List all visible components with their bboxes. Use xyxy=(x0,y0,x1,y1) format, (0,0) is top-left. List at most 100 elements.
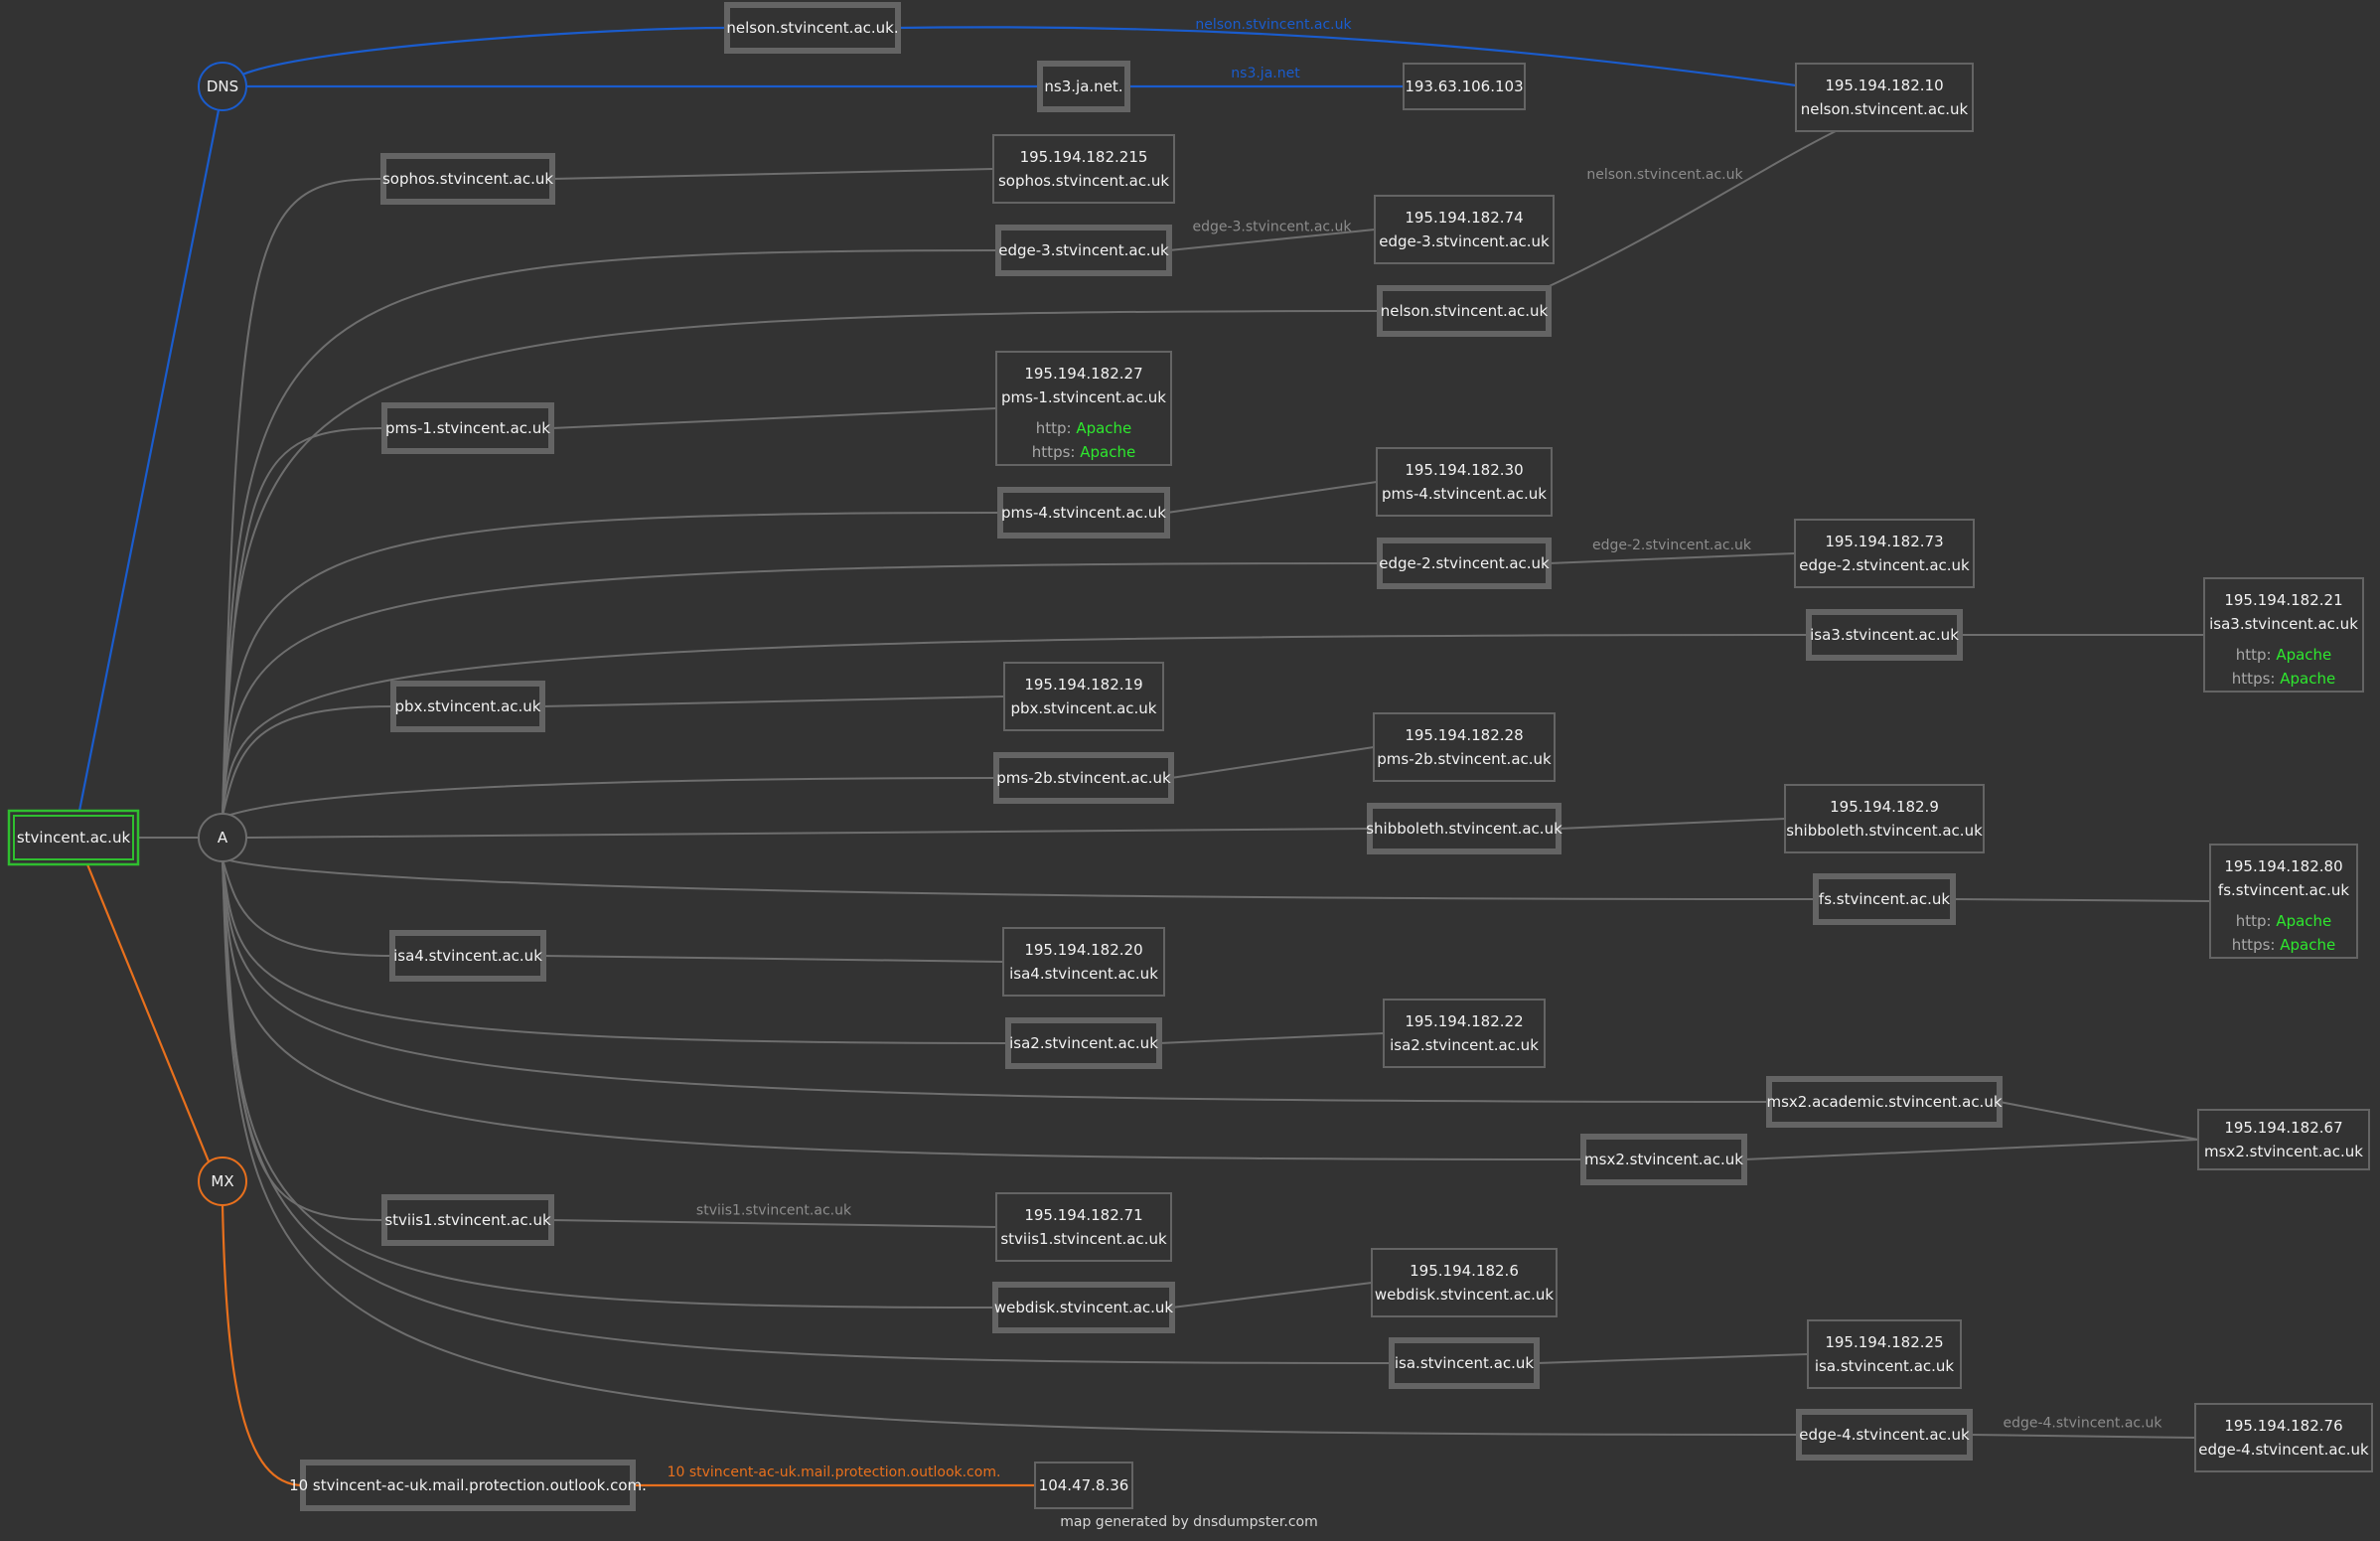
host-label: nelson.stvincent.ac.uk xyxy=(1381,302,1549,320)
ip-hostname-label: sophos.stvincent.ac.uk xyxy=(998,172,1169,190)
root-domain-node[interactable]: stvincent.ac.uk xyxy=(7,809,140,866)
host-node-edge-4-stvincent-ac-uk[interactable]: edge-4.stvincent.ac.uk xyxy=(1796,1409,1973,1461)
host-node-msx2-stvincent-ac-uk[interactable]: msx2.stvincent.ac.uk xyxy=(1580,1134,1747,1185)
group-node-mx[interactable]: MX xyxy=(198,1156,247,1206)
group-node-dns[interactable]: DNS xyxy=(198,62,247,111)
service-http: http: Apache xyxy=(1036,419,1132,437)
edge-host-ip-isa4-stvincent-ac-uk xyxy=(542,955,1004,963)
service-value: Apache xyxy=(2276,912,2331,930)
ip-node-193-63-106-103[interactable]: 193.63.106.103 xyxy=(1403,63,1526,110)
host-node-nelson-stvincent-ac-uk[interactable]: nelson.stvincent.ac.uk xyxy=(1377,285,1552,337)
service-value: Apache xyxy=(2280,670,2335,688)
ip-node-195-194-182-21[interactable]: 195.194.182.21 isa3.stvincent.ac.uk http: … xyxy=(2203,577,2364,693)
edge-a-edge-4-stvincent-ac-uk xyxy=(222,858,1800,1436)
ip-address-label: 195.194.182.25 xyxy=(1825,1333,1943,1351)
service-key: http: xyxy=(2236,912,2277,930)
service-key: http: xyxy=(1036,419,1077,437)
group-label-dns: DNS xyxy=(207,77,238,95)
ip-hostname-label: isa3.stvincent.ac.uk xyxy=(2209,615,2358,633)
host-node-edge-2-stvincent-ac-uk[interactable]: edge-2.stvincent.ac.uk xyxy=(1377,538,1552,589)
host-node-nelson-stvincent-ac-uk[interactable]: nelson.stvincent.ac.uk. xyxy=(724,2,901,54)
ip-address-label: 195.194.182.27 xyxy=(1024,365,1142,383)
ip-hostname-label: webdisk.stvincent.ac.uk xyxy=(1375,1286,1555,1304)
group-node-a[interactable]: A xyxy=(198,813,247,862)
ip-address-label: 195.194.182.28 xyxy=(1405,726,1523,744)
host-node-fs-stvincent-ac-uk[interactable]: fs.stvincent.ac.uk xyxy=(1813,873,1956,925)
edge-a-pms-1-stvincent-ac-uk xyxy=(222,427,385,817)
service-https: https: Apache xyxy=(1032,443,1135,461)
ip-address-label: 195.194.182.30 xyxy=(1405,461,1523,479)
host-node-isa-stvincent-ac-uk[interactable]: isa.stvincent.ac.uk xyxy=(1389,1337,1540,1389)
host-node-webdisk-stvincent-ac-uk[interactable]: webdisk.stvincent.ac.uk xyxy=(992,1282,1175,1333)
edge-a-pbx-stvincent-ac-uk xyxy=(222,705,394,817)
host-node-sophos-stvincent-ac-uk[interactable]: sophos.stvincent.ac.uk xyxy=(380,153,555,205)
service-https: https: Apache xyxy=(2232,936,2335,954)
ip-address-label: 195.194.182.67 xyxy=(2224,1119,2342,1137)
host-node-stviis1-stvincent-ac-uk[interactable]: stviis1.stvincent.ac.uk xyxy=(381,1194,554,1246)
host-node-ns3-ja-net[interactable]: ns3.ja.net. xyxy=(1037,61,1130,112)
host-node-shibboleth-stvincent-ac-uk[interactable]: shibboleth.stvincent.ac.uk xyxy=(1366,803,1562,854)
edge-a-msx2-academic-stvincent-ac-uk xyxy=(222,858,1770,1103)
host-label: nelson.stvincent.ac.uk. xyxy=(726,19,898,37)
host-label: fs.stvincent.ac.uk xyxy=(1819,890,1950,908)
ip-address-label: 195.194.182.21 xyxy=(2224,591,2342,609)
edge-label-nelson-stvincent-ac-uk: nelson.stvincent.ac.uk xyxy=(1195,17,1352,33)
ip-address-label: 195.194.182.74 xyxy=(1405,209,1523,227)
edge-root-mx xyxy=(85,863,211,1162)
host-label: edge-4.stvincent.ac.uk xyxy=(1799,1426,1970,1444)
host-node-edge-3-stvincent-ac-uk[interactable]: edge-3.stvincent.ac.uk xyxy=(995,225,1172,276)
edge-host-ip-pms-2b-stvincent-ac-uk xyxy=(1170,746,1375,779)
ip-hostname-label: shibboleth.stvincent.ac.uk xyxy=(1786,822,1983,840)
edge-host-ip-edge-2-stvincent-ac-uk xyxy=(1548,552,1796,564)
service-http: http: Apache xyxy=(2236,912,2332,930)
edge-a-edge-3-stvincent-ac-uk xyxy=(222,249,999,817)
service-http: http: Apache xyxy=(2236,646,2332,664)
ip-hostname-label: pbx.stvincent.ac.uk xyxy=(1011,699,1157,717)
host-node-msx2-academic-stvincent-ac-uk[interactable]: msx2.academic.stvincent.ac.uk xyxy=(1766,1076,2003,1128)
host-label: isa3.stvincent.ac.uk xyxy=(1810,626,1959,644)
host-label: pms-4.stvincent.ac.uk xyxy=(1001,504,1166,522)
edge-a-isa-stvincent-ac-uk xyxy=(222,858,1393,1364)
edge-host-ip-edge-4-stvincent-ac-uk xyxy=(1969,1434,2196,1439)
host-label: ns3.ja.net. xyxy=(1044,77,1122,95)
host-label: pms-2b.stvincent.ac.uk xyxy=(996,769,1171,787)
host-label: edge-3.stvincent.ac.uk xyxy=(998,241,1169,259)
host-node-pms-1-stvincent-ac-uk[interactable]: pms-1.stvincent.ac.uk xyxy=(381,402,554,454)
edge-host-ip-edge-3-stvincent-ac-uk xyxy=(1168,229,1376,251)
host-node-isa4-stvincent-ac-uk[interactable]: isa4.stvincent.ac.uk xyxy=(389,930,546,982)
host-node-isa3-stvincent-ac-uk[interactable]: isa3.stvincent.ac.uk xyxy=(1806,609,1963,661)
host-node-10-stvincent-ac-uk-mail-protection-outlook-com[interactable]: 10 stvincent-ac-uk.mail.protection.outlo… xyxy=(289,1460,647,1511)
ip-node-104-47-8-36[interactable]: 104.47.8.36 xyxy=(1034,1462,1133,1509)
host-node-isa2-stvincent-ac-uk[interactable]: isa2.stvincent.ac.uk xyxy=(1005,1017,1162,1069)
ip-address-label: 195.194.182.80 xyxy=(2224,857,2342,875)
ip-hostname-label: edge-2.stvincent.ac.uk xyxy=(1799,556,1970,574)
service-value: Apache xyxy=(1080,443,1135,461)
host-node-pms-4-stvincent-ac-uk[interactable]: pms-4.stvincent.ac.uk xyxy=(997,487,1170,539)
ip-node-195-194-182-27[interactable]: 195.194.182.27pms-1.stvincent.ac.ukhttp:… xyxy=(995,351,1172,466)
host-label: isa2.stvincent.ac.uk xyxy=(1009,1034,1158,1052)
host-node-pms-2b-stvincent-ac-uk[interactable]: pms-2b.stvincent.ac.uk xyxy=(993,752,1174,804)
edge-host-ip-pbx-stvincent-ac-uk xyxy=(541,695,1005,707)
host-node-pbx-stvincent-ac-uk[interactable]: pbx.stvincent.ac.uk xyxy=(390,681,545,732)
host-label: 10 stvincent-ac-uk.mail.protection.outlo… xyxy=(289,1476,647,1494)
edge-host-ip-nelson-stvincent-ac-uk xyxy=(897,26,1797,87)
edge-a-edge-2-stvincent-ac-uk xyxy=(222,562,1381,817)
footer-credit: map generated by dnsdumpster.com xyxy=(1060,1514,1318,1530)
